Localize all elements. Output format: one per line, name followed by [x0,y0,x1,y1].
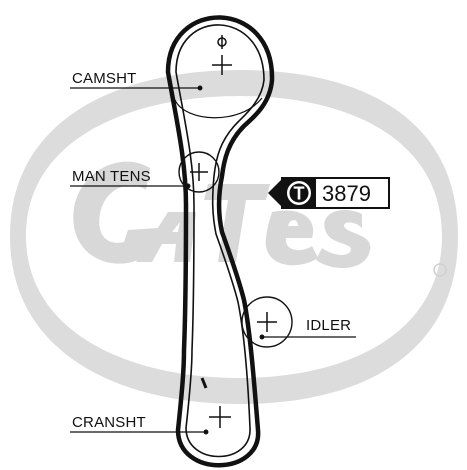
crank-timing-mark-icon [200,377,208,389]
part-number-badge: T 3879 [268,177,390,209]
tensioner-icon: T [294,184,305,204]
idler-label: IDLER [306,317,351,334]
idler-pulley [241,296,293,348]
part-number: 3879 [322,181,371,206]
camshaft-pulley [174,35,263,119]
timing-belt-outer [165,15,275,468]
timing-belt-inner [175,24,265,458]
crankshaft-pulley [200,377,231,428]
tensioner-pulley [178,151,220,193]
crankshaft-label: CRANSHT [72,414,146,431]
leader-lines [70,85,356,435]
tensioner-label: MAN TENS [72,168,151,185]
camshaft-label: CAMSHT [72,70,137,87]
gates-logo-watermark [10,70,458,404]
